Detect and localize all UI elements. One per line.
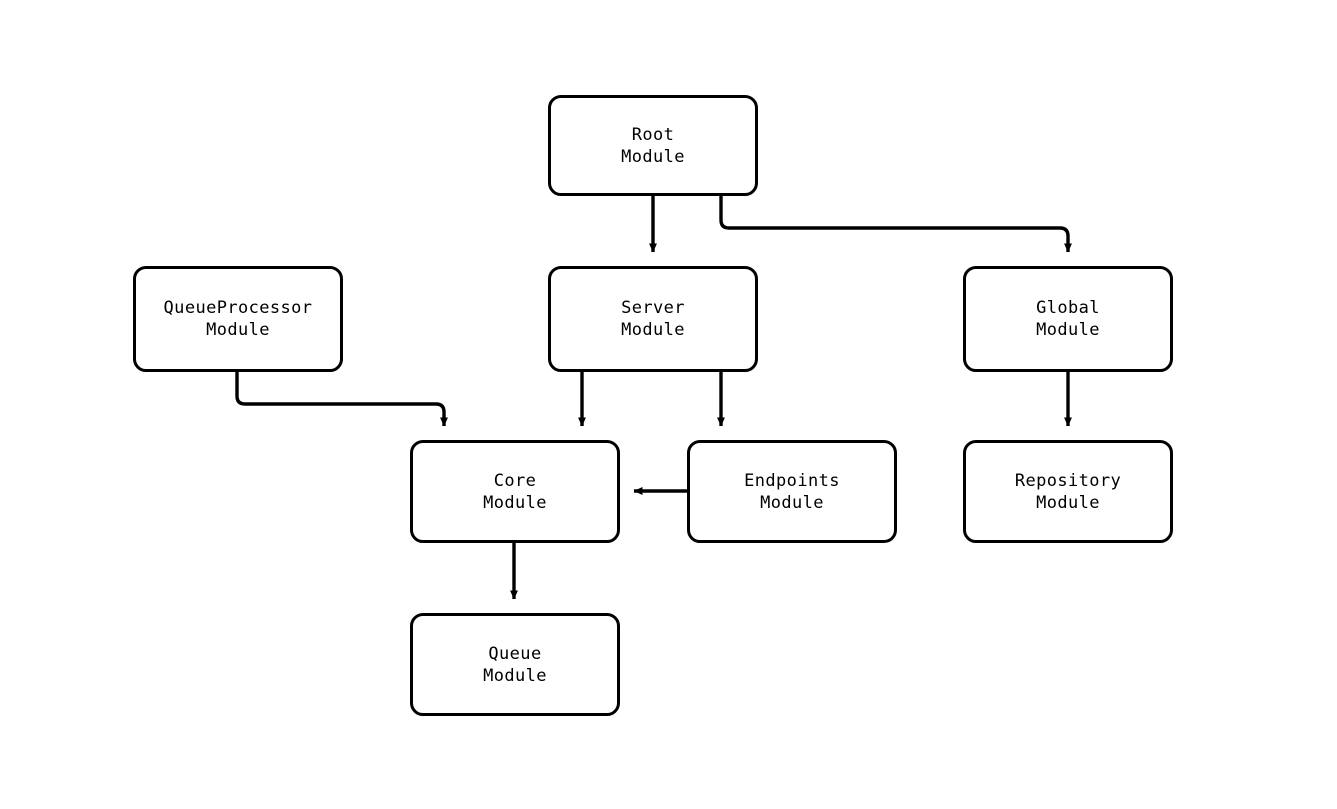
node-root-module-label-line1: Root bbox=[631, 124, 675, 145]
node-server-module[interactable]: Server Module bbox=[548, 266, 758, 372]
node-root-module[interactable]: Root Module bbox=[548, 95, 758, 196]
node-repository-module-label-line1: Repository bbox=[1014, 470, 1122, 491]
node-queue-module-label-line1: Queue bbox=[488, 643, 542, 664]
node-core-module[interactable]: Core Module bbox=[410, 440, 620, 543]
node-server-module-label-line1: Server bbox=[621, 298, 685, 318]
node-queue-module[interactable]: Queue Module bbox=[410, 613, 620, 716]
node-repository-module-label-line2: Module bbox=[1036, 492, 1100, 513]
node-repository-module[interactable]: Repository Module bbox=[963, 440, 1173, 543]
node-queueprocessor-module-label-line2: Module bbox=[206, 320, 270, 340]
node-core-module-label-line2: Module bbox=[483, 492, 547, 513]
node-core-module-label-line1: Core bbox=[493, 470, 537, 491]
edge-queueprocessor-to-core bbox=[235, 372, 448, 427]
node-server-module-label-line2: Module bbox=[621, 320, 685, 340]
edge-root-to-global bbox=[719, 196, 1072, 253]
node-queue-module-label-line2: Module bbox=[483, 665, 547, 686]
node-queueprocessor-module-label-line1: QueueProcessor bbox=[163, 298, 313, 318]
node-endpoints-module-label-line2: Module bbox=[760, 492, 824, 513]
node-global-module[interactable]: Global Module bbox=[963, 266, 1173, 372]
node-root-module-label-line2: Module bbox=[621, 146, 685, 167]
node-global-module-label-line1: Global bbox=[1036, 298, 1100, 318]
node-global-module-label-line2: Module bbox=[1036, 320, 1100, 340]
node-endpoints-module[interactable]: Endpoints Module bbox=[687, 440, 897, 543]
node-queueprocessor-module[interactable]: QueueProcessor Module bbox=[133, 266, 343, 372]
node-endpoints-module-label-line1: Endpoints bbox=[744, 470, 840, 491]
